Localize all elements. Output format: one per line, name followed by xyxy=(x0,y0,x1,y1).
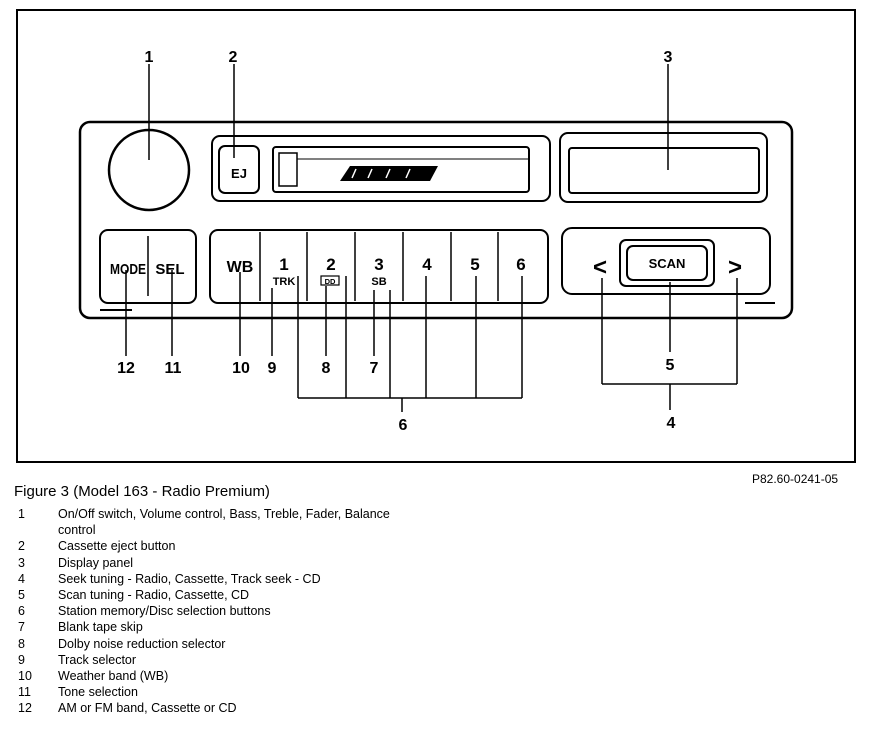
preset-2-label: 2 xyxy=(326,255,335,274)
legend-number: 2 xyxy=(18,539,25,554)
callout-7: 7 xyxy=(370,360,379,377)
legend-number: 11 xyxy=(18,685,31,700)
legend-text: Weather band (WB) xyxy=(58,669,169,684)
callout-2: 2 xyxy=(229,49,238,66)
legend-item: 5 Scan tuning - Radio, Cassette, CD xyxy=(18,587,438,603)
legend-text: Seek tuning - Radio, Cassette, Track see… xyxy=(58,571,321,586)
preset-6-label: 6 xyxy=(516,255,525,274)
dolby-label: DD xyxy=(325,277,336,286)
cassette-door xyxy=(272,146,530,193)
trk-label: TRK xyxy=(273,276,296,288)
preset-3-label: 3 xyxy=(374,255,383,274)
callout-4: 4 xyxy=(667,415,676,432)
preset-4-label: 4 xyxy=(422,255,432,274)
sb-label: SB xyxy=(371,276,386,288)
legend-item: 2 Cassette eject button xyxy=(18,538,438,554)
radio-diagram: EJ MODE SEL WB 1 2 3 4 5 6 TRK DD SB SCA… xyxy=(16,9,856,463)
eject-button xyxy=(218,145,260,194)
cassette-window xyxy=(278,152,298,187)
legend-number: 5 xyxy=(18,588,25,603)
legend-item: 11 Tone selection xyxy=(18,684,438,700)
callout-6: 6 xyxy=(399,417,408,434)
preset-5-label: 5 xyxy=(470,255,479,274)
legend-text: Display panel xyxy=(58,555,134,570)
preset-1-label: 1 xyxy=(279,255,288,274)
eject-label: EJ xyxy=(231,166,247,181)
legend-number: 8 xyxy=(18,636,25,651)
wb-button-label: WB xyxy=(227,259,254,276)
callout-3: 3 xyxy=(664,49,673,66)
legend-number: 12 xyxy=(18,701,32,716)
legend-item: 8 Dolby noise reduction selector xyxy=(18,636,438,652)
legend-text: Blank tape skip xyxy=(58,620,143,635)
legend-number: 4 xyxy=(18,571,25,586)
legend-item: 9 Track selector xyxy=(18,652,438,668)
legend-item: 3 Display panel xyxy=(18,555,438,571)
callout-9: 9 xyxy=(268,360,277,377)
callout-11: 11 xyxy=(165,360,182,377)
legend-text: On/Off switch, Volume control, Bass, Tre… xyxy=(58,507,390,538)
scan-button-outer xyxy=(619,239,715,287)
scan-button xyxy=(626,245,708,281)
dolby-symbol xyxy=(320,275,340,286)
legend-item: 10 Weather band (WB) xyxy=(18,668,438,684)
legend-text: Dolby noise reduction selector xyxy=(58,636,226,651)
legend-item: 6 Station memory/Disc selection buttons xyxy=(18,603,438,619)
legend-text: Cassette eject button xyxy=(58,539,176,554)
seek-right-label: > xyxy=(728,254,742,281)
legend-number: 10 xyxy=(18,669,32,684)
sel-button-label: SEL xyxy=(155,261,184,278)
legend-number: 9 xyxy=(18,652,25,667)
cassette-bezel xyxy=(211,135,551,202)
legend-text: Station memory/Disc selection buttons xyxy=(58,604,271,619)
legend-item: 7 Blank tape skip xyxy=(18,619,438,635)
leader-lines xyxy=(125,64,738,412)
callout-5: 5 xyxy=(666,357,675,374)
seek-left-label: < xyxy=(593,254,607,281)
legend-item: 4 Seek tuning - Radio, Cassette, Track s… xyxy=(18,571,438,587)
seek-scan-group xyxy=(561,227,771,295)
callout-1: 1 xyxy=(145,49,154,66)
legend-text: Scan tuning - Radio, Cassette, CD xyxy=(58,588,250,603)
callout-10: 10 xyxy=(232,360,250,377)
legend: 1 On/Off switch, Volume control, Bass, T… xyxy=(18,506,438,717)
legend-item: 12 AM or FM band, Cassette or CD xyxy=(18,700,438,716)
callout-8: 8 xyxy=(322,360,331,377)
preset-group xyxy=(209,229,549,304)
diagram-frame xyxy=(16,9,856,463)
legend-text: Track selector xyxy=(58,652,137,667)
display-panel xyxy=(568,147,760,194)
callout-12: 12 xyxy=(117,360,135,377)
legend-number: 7 xyxy=(18,620,25,635)
legend-number: 6 xyxy=(18,604,25,619)
scan-button-label: SCAN xyxy=(649,256,686,271)
legend-text: AM or FM band, Cassette or CD xyxy=(58,701,237,716)
legend-number: 1 xyxy=(18,507,25,521)
legend-text: Tone selection xyxy=(58,685,138,700)
figure-caption: Figure 3 (Model 163 - Radio Premium) xyxy=(14,483,270,500)
mode-sel-group xyxy=(99,229,197,304)
brand-logo xyxy=(340,166,438,181)
mode-button-label: MODE xyxy=(110,261,146,278)
radio-faceplate xyxy=(78,120,794,320)
legend-number: 3 xyxy=(18,555,25,570)
legend-item: 1 On/Off switch, Volume control, Bass, T… xyxy=(18,506,438,538)
display-panel-bezel xyxy=(559,132,768,203)
reference-code: P82.60-0241-05 xyxy=(752,472,839,486)
